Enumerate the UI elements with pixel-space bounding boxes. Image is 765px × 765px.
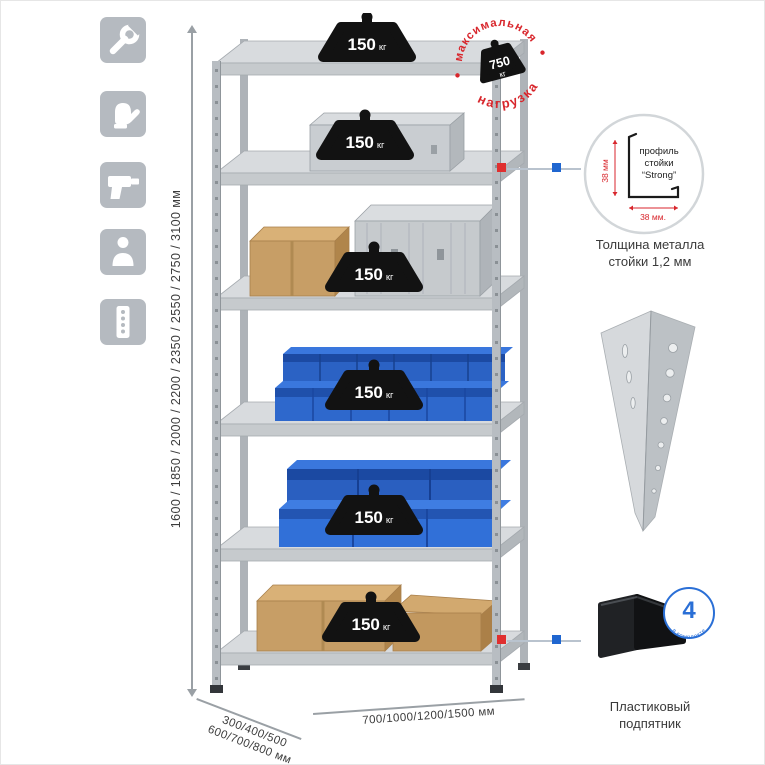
- arrow-down-icon: [187, 689, 197, 697]
- height-dimension-line: [191, 31, 193, 689]
- feature-tile-gloves: [100, 91, 146, 137]
- post-profile-callout: 38 мм 38 мм. профиль стойки “Strong”: [583, 113, 705, 235]
- svg-text:“Strong”: “Strong”: [642, 170, 676, 181]
- drill-icon: [108, 176, 139, 199]
- profile-caption: Толщина металла стойки 1,2 мм: [579, 237, 721, 271]
- arrow-up-icon: [187, 25, 197, 33]
- angle-post-image: [600, 310, 696, 533]
- foot-caption-line1: Пластиковый: [609, 699, 691, 714]
- feature-tile-post: [100, 299, 146, 345]
- svg-text:38 мм.: 38 мм.: [640, 212, 666, 222]
- blue-marker-top: [552, 163, 561, 172]
- red-marker-top: [497, 163, 506, 172]
- blue-bins-small: [275, 347, 513, 421]
- post-holes: [621, 343, 678, 494]
- feature-tile-assembly: [100, 17, 146, 63]
- svg-text:стойки: стойки: [644, 158, 673, 169]
- profile-drawing: [627, 132, 680, 199]
- profile-caption-line2: стойки 1,2 мм: [608, 253, 692, 269]
- wrench-icon: [109, 18, 145, 55]
- feature-tile-person: [100, 229, 146, 275]
- rack-back-posts: [238, 39, 530, 670]
- callout-line-top: [507, 168, 581, 170]
- foot-caption: Пластиковый подпятник: [579, 699, 721, 733]
- person-icon: [112, 237, 134, 266]
- svg-text:профиль: профиль: [639, 146, 678, 157]
- profile-dimensions: [612, 140, 678, 211]
- svg-text:кг: кг: [498, 69, 507, 79]
- included-count-badge: 4 в комплекте: [663, 587, 715, 641]
- svg-text:4: 4: [682, 597, 696, 624]
- height-dimension-label: 1600 / 1850 / 2000 / 2200 / 2350 / 2550 …: [169, 189, 183, 529]
- feature-tile-drill: [100, 162, 146, 208]
- blue-marker-bottom: [552, 635, 561, 644]
- stamp-weight-icon: 750 кг: [480, 39, 526, 84]
- svg-text:750: 750: [488, 54, 512, 73]
- foot-caption-line2: подпятник: [619, 715, 681, 731]
- callout-line-bottom: [507, 640, 581, 642]
- perforated-post-icon: [116, 306, 130, 338]
- profile-caption-line1: Толщина металла: [595, 237, 705, 252]
- max-load-stamp: максимальная нагрузка 750 кг: [445, 7, 545, 118]
- red-marker-bottom: [497, 635, 506, 644]
- svg-text:38 мм: 38 мм: [600, 159, 610, 183]
- work-gloves-icon: [114, 103, 140, 129]
